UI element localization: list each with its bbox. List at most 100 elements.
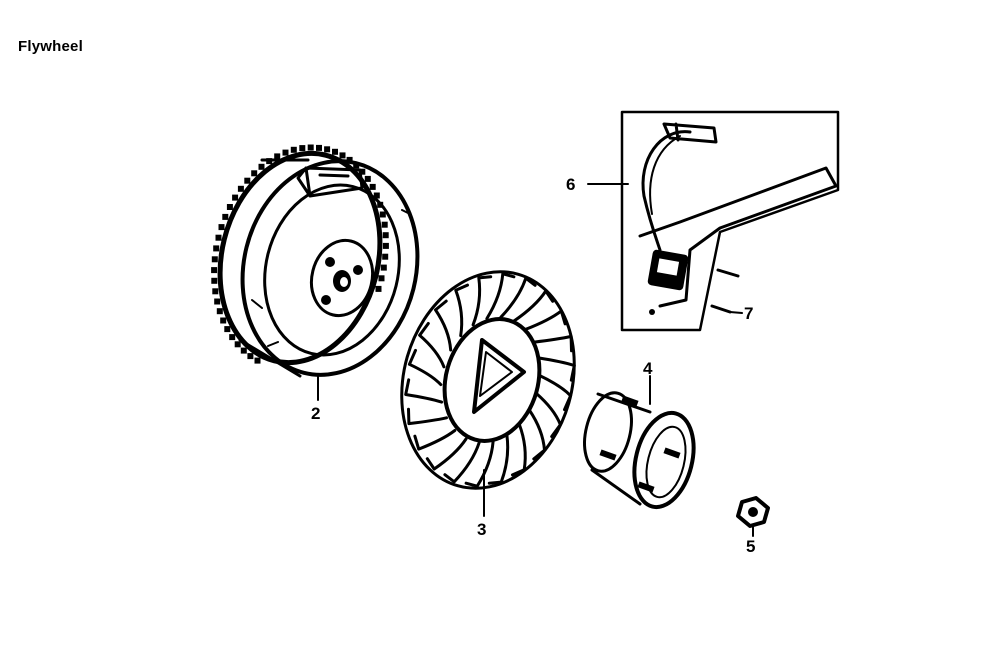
gear-tooth xyxy=(213,245,220,252)
gear-tooth xyxy=(251,170,258,177)
fan-blade xyxy=(471,275,493,327)
gear-tooth xyxy=(237,185,244,192)
fan-inner-ring xyxy=(442,317,542,443)
flywheel-center-hole-core xyxy=(340,277,348,287)
flywheel-hub xyxy=(309,238,375,318)
cooling-fan-part[interactable] xyxy=(377,251,599,509)
flywheel-nut-part[interactable] xyxy=(736,496,770,528)
flywheel-bolt-hole-1 xyxy=(325,257,335,267)
gear-tooth xyxy=(378,275,385,282)
ignition-coil-part[interactable] xyxy=(620,110,840,332)
ignition-coil-arm xyxy=(638,166,838,308)
flywheel-nut xyxy=(736,496,770,528)
fan-triangle-hub-inner xyxy=(479,351,513,397)
gear-tooth xyxy=(375,285,382,292)
gear-tooth xyxy=(254,357,261,364)
fan-blade xyxy=(434,299,453,352)
gear-tooth xyxy=(234,341,241,348)
gear-tooth xyxy=(220,317,227,324)
spark-plug-cap xyxy=(662,122,718,144)
gear-tooth xyxy=(222,213,229,220)
gear-tooth xyxy=(216,308,223,315)
gear-tooth xyxy=(364,175,371,182)
fan-blade xyxy=(443,441,481,484)
gear-tooth xyxy=(353,162,360,169)
gear-tooth xyxy=(382,232,389,239)
gear-tooth xyxy=(232,194,239,201)
fan-triangle-hub xyxy=(472,338,526,414)
callout-6: 6 xyxy=(566,175,575,194)
fan-blade xyxy=(407,407,448,426)
gear-tooth xyxy=(299,145,306,152)
fan-blade xyxy=(537,373,573,412)
gear-tooth xyxy=(211,277,218,284)
gear-tooth xyxy=(359,168,366,175)
ignition-box-outline xyxy=(620,110,840,332)
ignition-mount-hole xyxy=(649,309,655,315)
starter-cup-slot-2 xyxy=(599,449,617,461)
fan-blade xyxy=(485,272,516,320)
callout-3: 3 xyxy=(477,520,486,539)
starter-cup-front xyxy=(632,410,696,510)
gear-tooth xyxy=(316,144,322,151)
flywheel-nut-hole xyxy=(748,507,758,517)
leader-7 xyxy=(729,311,743,314)
gear-tooth xyxy=(382,253,389,260)
gear-tooth xyxy=(214,298,221,305)
coil-screw-2 xyxy=(710,304,732,314)
flywheel-rim-segments xyxy=(251,209,411,347)
callout-2: 2 xyxy=(311,404,320,423)
flywheel-magnet xyxy=(296,166,364,198)
starter-cup-back xyxy=(583,391,633,473)
gear-tooth xyxy=(240,347,247,354)
starter-cup-part[interactable] xyxy=(577,388,703,513)
gear-tooth xyxy=(274,153,281,160)
gear-tooth xyxy=(369,183,376,190)
gear-tooth xyxy=(247,353,254,360)
gear-tooth xyxy=(379,211,386,218)
fan-blade xyxy=(532,334,573,353)
fan-blade xyxy=(413,429,457,451)
fan-blade xyxy=(512,289,555,323)
fan-blade xyxy=(511,422,527,477)
gear-tooth xyxy=(373,192,380,199)
fan-outer-rim xyxy=(400,270,576,490)
flywheel-bolt-hole-3 xyxy=(321,295,331,305)
starter-cup-slot-1 xyxy=(621,395,639,407)
starter-cup-front-inner xyxy=(645,425,687,499)
flywheel-part[interactable] xyxy=(199,136,440,393)
gear-tooth xyxy=(339,152,346,159)
gear-tooth xyxy=(307,144,314,151)
gear-tooth xyxy=(211,256,218,263)
ignition-coil-module-face xyxy=(656,258,680,276)
gear-tooth xyxy=(380,264,387,271)
gear-tooth xyxy=(290,146,297,153)
flywheel-inner-face xyxy=(263,183,401,357)
leader-lines xyxy=(317,183,754,537)
starter-cup-slot-3 xyxy=(663,447,681,459)
fan-blade xyxy=(464,440,495,488)
gear-tooth xyxy=(218,224,225,231)
fan-blade xyxy=(418,322,446,369)
fan-blade xyxy=(454,283,469,338)
gear-tooth xyxy=(282,149,289,156)
flywheel-outer-rim xyxy=(240,159,420,377)
callout-7: 7 xyxy=(744,304,753,323)
gear-tooth xyxy=(244,177,251,184)
fan-blade xyxy=(407,348,443,387)
callout-5: 5 xyxy=(746,537,755,556)
gear-tooth xyxy=(226,204,233,210)
flywheel-side-wall xyxy=(238,158,310,378)
flywheel-bolt-hole-2 xyxy=(353,265,363,275)
gear-tooth xyxy=(215,234,222,241)
gear-tooth xyxy=(258,163,265,170)
gear-tooth xyxy=(229,334,236,341)
fan-blade xyxy=(523,309,567,331)
spark-plug-wire-2 xyxy=(649,135,681,215)
gear-tooth xyxy=(332,148,338,155)
gear-tooth xyxy=(381,221,388,228)
fan-blade xyxy=(499,276,537,319)
starter-cup-slot-4 xyxy=(637,481,655,493)
callout-4: 4 xyxy=(643,359,653,378)
